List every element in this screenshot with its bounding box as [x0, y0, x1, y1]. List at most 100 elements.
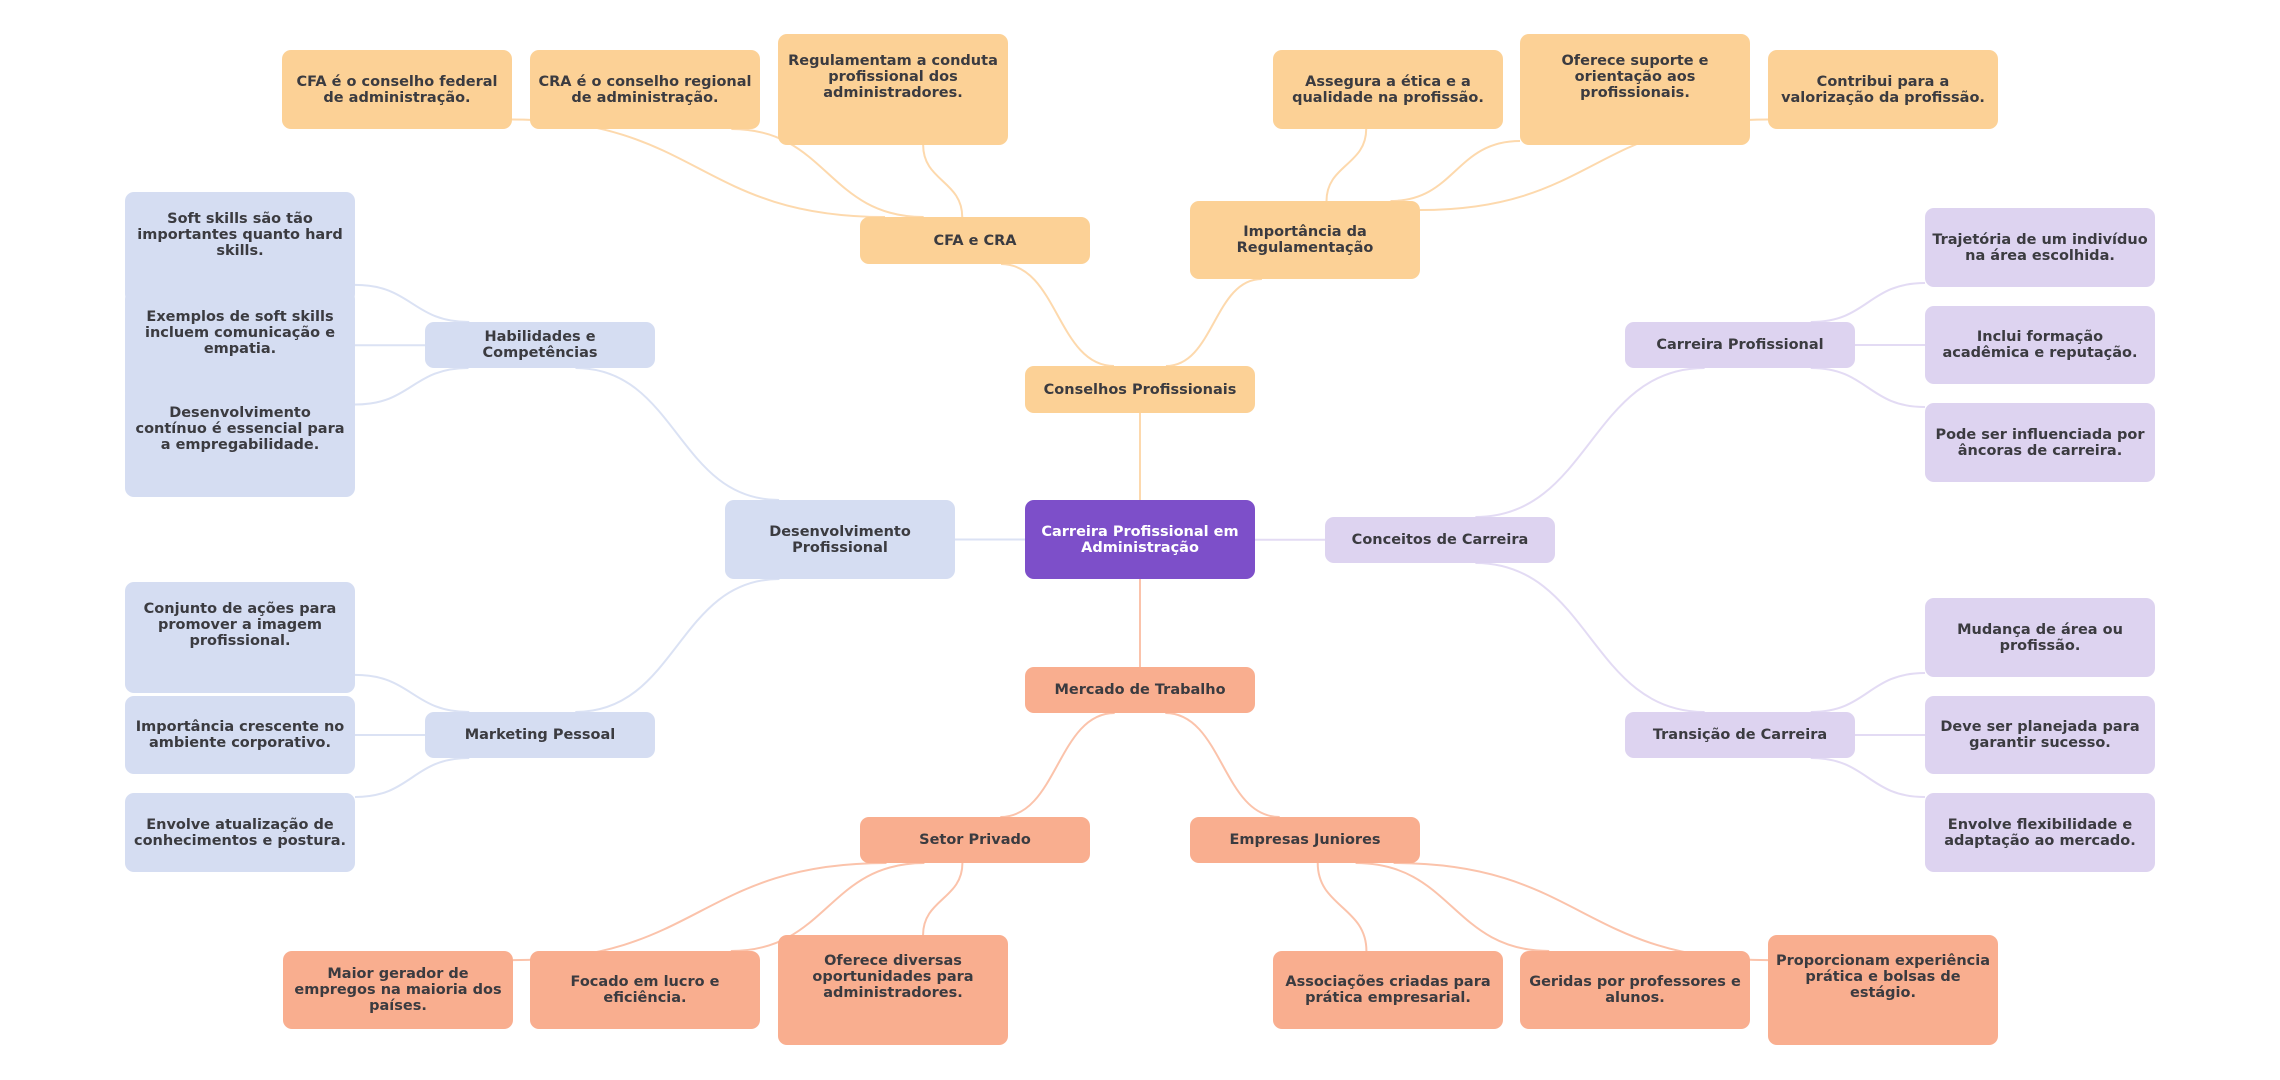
leaf-node-contribui-leaf[interactable]: Contribui para a valorização da profissã… — [1768, 50, 1998, 129]
leaf-node-maior-gerador-leaf[interactable]: Maior gerador de empregos na maioria dos… — [283, 951, 513, 1029]
edge-conselhos-importancia-reg — [1165, 278, 1262, 367]
leaf-label: Oferece suporte e orientação aos profiss… — [1561, 52, 1709, 101]
leaf-node-cra-leaf[interactable]: CRA é o conselho regional de administraç… — [530, 50, 760, 129]
edge-carreira-prof-trajetoria-leaf — [1810, 282, 1926, 323]
topic-node-importancia-reg[interactable]: Importância da Regulamentação — [1190, 201, 1420, 279]
topic-node-setor-privado[interactable]: Setor Privado — [860, 817, 1090, 863]
leaf-node-oportunidades-leaf[interactable]: Oferece diversas oportunidades para admi… — [778, 935, 1008, 1045]
topic-node-carreira-prof[interactable]: Carreira Profissional — [1625, 322, 1855, 368]
edge-importancia-reg-assegura-leaf — [1325, 128, 1368, 202]
topic-node-habilidades[interactable]: Habilidades e Competências — [425, 322, 655, 368]
edge-importancia-reg-oferece-suporte-leaf — [1390, 140, 1521, 202]
leaf-label: Exemplos de soft skills incluem comunica… — [144, 308, 336, 357]
edge-mercado-setor-privado — [1000, 712, 1115, 818]
branch-label: Desenvolvimento Profissional — [769, 523, 911, 556]
leaf-node-atualizacao-leaf[interactable]: Envolve atualização de conhecimentos e p… — [125, 793, 355, 872]
edge-conceitos-transicao — [1475, 562, 1705, 713]
edge-habilidades-continuo-leaf — [354, 367, 469, 406]
branch-label: Mercado de Trabalho — [1054, 682, 1226, 698]
branch-node-mercado[interactable]: Mercado de Trabalho — [1025, 667, 1255, 713]
leaf-label: Proporcionam experiência prática e bolsa… — [1775, 953, 1991, 1001]
edge-conselhos-cfa-cra — [1001, 263, 1114, 367]
leaf-node-cfa-leaf[interactable]: CFA é o conselho federal de administraçã… — [282, 50, 512, 129]
leaf-label: Maior gerador de empregos na maioria dos… — [294, 966, 502, 1014]
leaf-label: Soft skills são tão importantes quanto h… — [137, 210, 343, 259]
topic-label: Importância da Regulamentação — [1236, 224, 1374, 256]
topic-label: CFA e CRA — [933, 232, 1017, 249]
leaf-node-formacao-leaf[interactable]: Inclui formação acadêmica e reputação. — [1925, 306, 2155, 384]
edge-cfa-cra-regulamentam-leaf — [922, 144, 964, 218]
edge-transicao-mudanca-leaf — [1810, 672, 1926, 713]
leaf-label: Geridas por professores e alunos. — [1529, 974, 1741, 1006]
root-node-root[interactable]: Carreira Profissional em Administração — [1025, 500, 1255, 579]
topic-node-marketing[interactable]: Marketing Pessoal — [425, 712, 655, 758]
leaf-node-mudanca-leaf[interactable]: Mudança de área ou profissão. — [1925, 598, 2155, 677]
leaf-label: Deve ser planejada para garantir sucesso… — [1940, 719, 2140, 751]
edge-desenvolvimento-marketing — [575, 578, 780, 713]
leaf-node-geridas-leaf[interactable]: Geridas por professores e alunos. — [1520, 951, 1750, 1029]
edge-carreira-prof-ancoras-leaf — [1810, 367, 1926, 408]
branch-node-conselhos[interactable]: Conselhos Profissionais — [1025, 366, 1255, 413]
leaf-node-planejada-leaf[interactable]: Deve ser planejada para garantir sucesso… — [1925, 696, 2155, 774]
leaf-node-exemplos-leaf[interactable]: Exemplos de soft skills incluem comunica… — [125, 290, 355, 401]
topic-label: Carreira Profissional — [1656, 337, 1824, 353]
leaf-label: Associações criadas para prática empresa… — [1285, 974, 1491, 1006]
edge-empresas-juniores-associacoes-leaf — [1316, 862, 1368, 952]
branch-label: Conceitos de Carreira — [1351, 532, 1529, 548]
leaf-label: Regulamentam a conduta profissional dos … — [788, 52, 998, 101]
topic-node-cfa-cra[interactable]: CFA e CRA — [860, 217, 1090, 264]
leaf-label: Envolve atualização de conhecimentos e p… — [134, 816, 346, 849]
branch-label: Conselhos Profissionais — [1043, 381, 1237, 398]
leaf-node-focado-leaf[interactable]: Focado em lucro e eficiência. — [530, 951, 760, 1029]
leaf-label: Oferece diversas oportunidades para admi… — [812, 953, 974, 1001]
leaf-node-associacoes-leaf[interactable]: Associações criadas para prática empresa… — [1273, 951, 1503, 1029]
edge-habilidades-soft-skills-leaf — [354, 283, 470, 323]
topic-node-empresas-juniores[interactable]: Empresas Juniores — [1190, 817, 1420, 863]
edge-marketing-conjunto-leaf — [354, 673, 470, 713]
leaf-label: Importância crescente no ambiente corpor… — [135, 719, 345, 751]
leaf-label: Trajetória de um indivíduo na área escol… — [1932, 231, 2148, 264]
edge-desenvolvimento-habilidades — [575, 367, 780, 501]
leaf-label: Mudança de área ou profissão. — [1957, 621, 2123, 654]
topic-label: Marketing Pessoal — [464, 727, 616, 743]
edge-marketing-atualizacao-leaf — [354, 757, 470, 798]
leaf-label: CRA é o conselho regional de administraç… — [538, 73, 752, 106]
branch-node-conceitos[interactable]: Conceitos de Carreira — [1325, 517, 1555, 563]
topic-node-transicao[interactable]: Transição de Carreira — [1625, 712, 1855, 758]
leaf-label: Assegura a ética e a qualidade na profis… — [1292, 73, 1484, 106]
edge-cfa-cra-cra-leaf — [731, 128, 924, 218]
leaf-label: Focado em lucro e eficiência. — [570, 974, 720, 1006]
leaf-label: CFA é o conselho federal de administraçã… — [296, 73, 498, 106]
edge-empresas-juniores-proporcionam-leaf — [1393, 862, 1769, 962]
leaf-node-crescente-leaf[interactable]: Importância crescente no ambiente corpor… — [125, 696, 355, 774]
edge-mercado-empresas-juniores — [1165, 712, 1280, 818]
topic-label: Transição de Carreira — [1652, 727, 1828, 743]
branch-node-desenvolvimento[interactable]: Desenvolvimento Profissional — [725, 500, 955, 579]
leaf-label: Pode ser influenciada por âncoras de car… — [1935, 426, 2145, 459]
edge-setor-privado-oportunidades-leaf — [922, 862, 964, 936]
leaf-node-trajetoria-leaf[interactable]: Trajetória de um indivíduo na área escol… — [1925, 208, 2155, 287]
leaf-node-regulamentam-leaf[interactable]: Regulamentam a conduta profissional dos … — [778, 34, 1008, 145]
leaf-label: Contribui para a valorização da profissã… — [1781, 73, 1985, 106]
leaf-label: Envolve flexibilidade e adaptação ao mer… — [1944, 816, 2136, 849]
edge-conceitos-carreira-prof — [1475, 367, 1705, 518]
topic-label: Setor Privado — [919, 832, 1031, 848]
leaf-node-ancoras-leaf[interactable]: Pode ser influenciada por âncoras de car… — [1925, 403, 2155, 482]
leaf-node-oferece-suporte-leaf[interactable]: Oferece suporte e orientação aos profiss… — [1520, 34, 1750, 145]
leaf-node-soft-skills-leaf[interactable]: Soft skills são tão importantes quanto h… — [125, 192, 355, 303]
topic-label: Habilidades e Competências — [482, 329, 598, 361]
edge-empresas-juniores-geridas-leaf — [1355, 862, 1550, 952]
leaf-label: Desenvolvimento contínuo é essencial par… — [135, 404, 345, 453]
leaf-node-assegura-leaf[interactable]: Assegura a ética e a qualidade na profis… — [1273, 50, 1503, 129]
leaf-node-proporcionam-leaf[interactable]: Proporcionam experiência prática e bolsa… — [1768, 935, 1998, 1045]
leaf-node-conjunto-leaf[interactable]: Conjunto de ações para promover a imagem… — [125, 582, 355, 693]
edge-setor-privado-focado-leaf — [730, 862, 925, 952]
leaf-node-flexibilidade-leaf[interactable]: Envolve flexibilidade e adaptação ao mer… — [1925, 793, 2155, 872]
leaf-node-continuo-leaf[interactable]: Desenvolvimento contínuo é essencial par… — [125, 386, 355, 497]
root-label: Carreira Profissional em Administração — [1041, 523, 1239, 556]
edge-transicao-flexibilidade-leaf — [1810, 757, 1926, 798]
leaf-label: Inclui formação acadêmica e reputação. — [1942, 329, 2138, 361]
topic-label: Empresas Juniores — [1229, 832, 1381, 848]
leaf-label: Conjunto de ações para promover a imagem… — [143, 600, 337, 649]
